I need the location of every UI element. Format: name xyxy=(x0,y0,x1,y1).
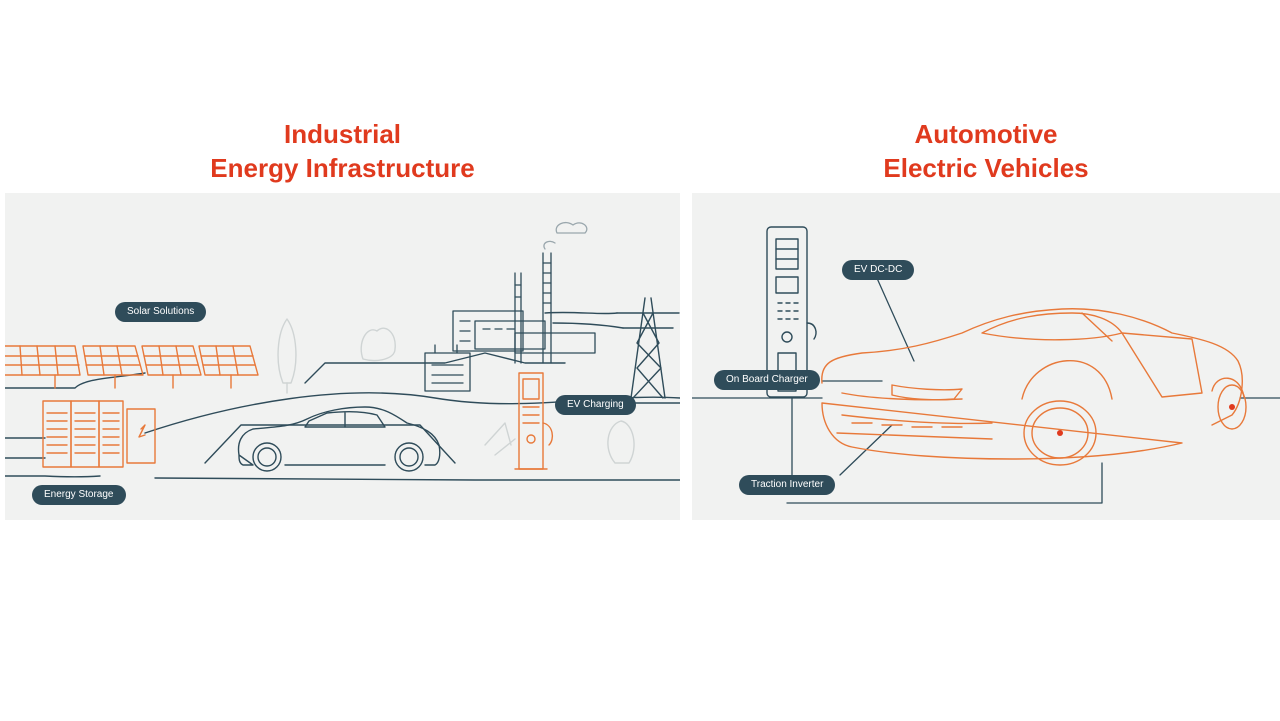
industrial-title-line2: Energy Infrastructure xyxy=(210,153,475,183)
industrial-title: Industrial Energy Infrastructure xyxy=(5,117,680,185)
ev-charger xyxy=(514,372,554,470)
ev-dcdc-label: EV DC-DC xyxy=(842,260,915,280)
automotive-title-line2: Electric Vehicles xyxy=(883,153,1089,183)
landscape-lines xyxy=(5,352,680,481)
industrial-illustration-panel: Solar Solutions EV Charging Energy Stora… xyxy=(5,193,680,520)
on-board-charger-label: On Board Charger xyxy=(714,370,820,390)
automotive-title: Automotive Electric Vehicles xyxy=(692,117,1280,185)
ev-charging-label: EV Charging xyxy=(555,395,636,415)
solar-solutions-label: Solar Solutions xyxy=(115,302,207,322)
energy-storage-cabinets xyxy=(42,400,156,468)
trees xyxy=(277,318,635,464)
industrial-title-line1: Industrial xyxy=(283,119,401,149)
power-tower xyxy=(544,297,680,399)
factory xyxy=(424,221,596,392)
automotive-illustration-panel: EV DC-DC On Board Charger Traction Inver… xyxy=(692,193,1280,520)
automotive-illustration xyxy=(692,226,1280,504)
energy-storage-label: Energy Storage xyxy=(32,485,126,505)
industrial-illustration xyxy=(5,221,680,481)
traction-inverter-label: Traction Inverter xyxy=(739,475,836,495)
solar-panels xyxy=(5,345,259,389)
sports-car xyxy=(821,308,1247,466)
car xyxy=(237,406,441,472)
automotive-title-line1: Automotive xyxy=(914,119,1058,149)
